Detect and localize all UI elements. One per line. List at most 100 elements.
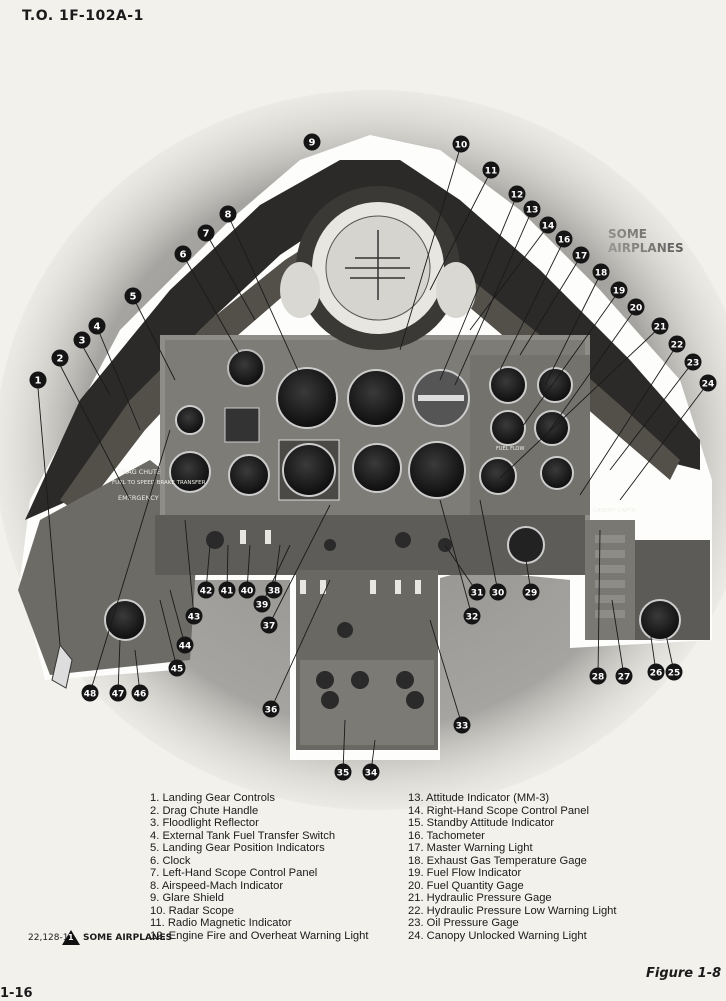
callout-3: 3 [73,331,91,349]
callout-42: 42 [197,581,215,599]
callout-number: 30 [492,589,505,599]
legend-item: 9. Glare Shield [150,892,225,905]
heading-gauge [408,441,466,499]
rmi-gauge [347,369,405,427]
callout-26: 26 [647,663,665,681]
callout-number: 34 [365,769,378,779]
callout-number: 23 [687,359,700,369]
callout-number: 13 [526,206,539,216]
callout-number: 14 [542,222,555,232]
callout-number: 32 [466,613,479,623]
vvi-gauge [352,443,402,493]
legend-item: 12. Engine Fire and Overheat Warning Lig… [150,930,369,943]
callout-number: 19 [613,287,626,297]
callout-41: 41 [218,581,236,599]
callout-number: 4 [94,322,101,333]
tachometer-gauge [489,366,527,404]
callout-2: 2 [51,349,69,367]
legend-item: 5. Landing Gear Position Indicators [150,842,325,855]
callout-number: 11 [485,167,498,177]
callout-16: 16 [555,230,573,248]
legend-column-1: 1. Landing Gear Controls 2. Drag Chute H… [150,792,369,943]
callout-number: 31 [471,589,484,599]
callout-17: 17 [572,246,590,264]
figure-label: Figure 1-8 [646,966,722,981]
callout-number: 48 [84,690,97,700]
warning-triangle-icon: 1 [62,930,80,945]
legend-item: 15. Standby Attitude Indicator [408,817,555,830]
callout-19: 19 [610,281,628,299]
airspeed-mach-gauge [276,367,338,429]
legend-item: 18. Exhaust Gas Temperature Gage [408,854,587,867]
callout-number: 25 [668,669,681,679]
callout-number: 21 [654,323,667,333]
callout-32: 32 [463,607,481,625]
callout-number: 5 [130,292,137,303]
legend-item: 11. Radio Magnetic Indicator [150,917,292,930]
fuel-flow-label: FUEL FLOW [496,446,524,452]
panel-knobs [206,531,452,709]
callout-38: 38 [265,581,283,599]
altimeter-gauge [282,443,336,497]
mid-left-gauge [228,454,270,496]
callout-number: 44 [179,642,192,652]
callout-number: 8 [225,210,232,221]
callout-number: 37 [263,622,276,632]
callout-29: 29 [522,583,540,601]
callout-44: 44 [176,636,194,654]
lower-left-gauge [104,599,146,641]
canopy-strip-rows [595,535,625,618]
callout-47: 47 [109,684,127,702]
callout-number: 39 [256,601,269,611]
legend-item: 22. Hydraulic Pressure Low Warning Light [408,904,617,917]
legend-item: 8. Airspeed-Mach Indicator [150,879,284,892]
emergency-label: EMERGENCY [118,494,159,502]
callout-13: 13 [523,200,541,218]
left-gauge [169,451,211,493]
callout-number: 12 [511,191,524,201]
legend-item: 13. Attitude Indicator (MM-3) [408,792,550,804]
callout-number: 27 [618,673,631,683]
callout-36: 36 [262,700,280,718]
callout-number: 46 [134,690,147,700]
left-console [18,460,200,675]
callout-number: 24 [702,380,715,390]
right-console-gauge [639,599,681,641]
callout-27: 27 [615,667,633,685]
callout-24: 24 [699,374,717,392]
legend-item: 20. Fuel Quantity Gage [408,879,524,892]
callout-12: 12 [508,185,526,203]
callout-7: 7 [197,224,215,242]
callout-23: 23 [684,353,702,371]
callout-number: 38 [268,587,281,597]
scope-hood-right [436,262,476,318]
callout-35: 35 [334,763,352,781]
callout-9: 9 [303,133,321,151]
legend-item: 21. Hydraulic Pressure Gage [408,892,552,905]
image-code: 22,128-1 [28,933,69,943]
callout-28: 28 [589,667,607,685]
callout-33: 33 [453,716,471,734]
callout-number: 35 [337,769,350,779]
callout-number: 18 [595,269,608,279]
hydraulic-gauge [479,457,517,495]
callout-1: 1 [29,371,47,389]
callout-37: 37 [260,616,278,634]
legend-item: 14. Right-Hand Scope Control Panel [408,804,589,817]
gear-position-box [224,407,260,443]
legend-item: 19. Fuel Flow Indicator [408,867,522,880]
legend-item: 24. Canopy Unlocked Warning Light [408,930,587,943]
landing-gear-handle [51,643,73,689]
callout-number: 40 [241,587,254,597]
panel-switches [240,530,421,594]
canopy-label: CANOPY CAPTN [593,508,636,514]
legend-column-2: 13. Attitude Indicator (MM-3) 14. Right-… [408,792,617,943]
callout-43: 43 [185,607,203,625]
callout-number: 22 [671,341,684,351]
callout-10: 10 [452,135,470,153]
legend-item: 3. Floodlight Reflector [150,817,259,830]
legend-item: 10. Radar Scope [150,904,234,917]
callout-number: 45 [171,665,184,675]
legend-item: 17. Master Warning Light [408,842,533,855]
